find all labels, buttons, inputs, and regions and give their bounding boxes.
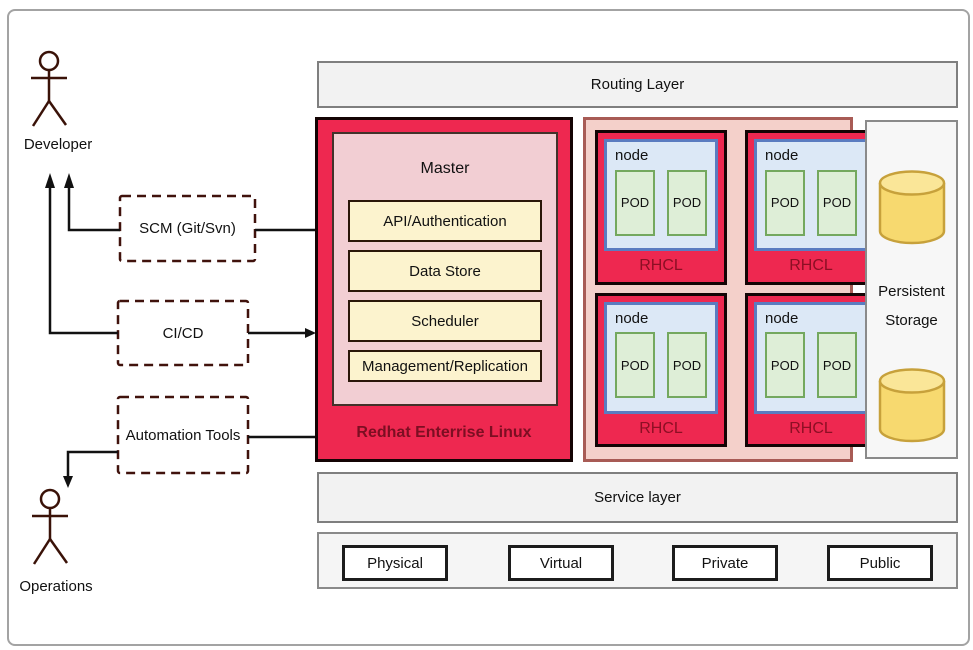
scm-label: SCM (Git/Svn) bbox=[139, 220, 236, 237]
infrastructure-container: Physical Virtual Private Public bbox=[317, 532, 958, 589]
node-cluster: node POD POD RHCL bbox=[595, 130, 727, 285]
cluster-os-label: RHCL bbox=[639, 257, 683, 275]
developer-label: Developer bbox=[23, 136, 93, 153]
node-box: node POD POD bbox=[604, 301, 718, 414]
scm-box: SCM (Git/Svn) bbox=[120, 196, 255, 261]
service-layer-label: Service layer bbox=[594, 489, 681, 506]
pod-box: POD bbox=[765, 169, 805, 236]
master-block: Master API/Authentication Data Store Sch… bbox=[315, 117, 573, 462]
pod-box: POD bbox=[817, 169, 857, 236]
node-label: node bbox=[615, 309, 649, 327]
node-cluster: node POD POD RHCL bbox=[745, 292, 877, 447]
node-box: node POD POD bbox=[754, 139, 868, 251]
component-management-replication: Management/Replication bbox=[348, 350, 542, 382]
node-label: node bbox=[615, 147, 649, 164]
infra-box-public: Public bbox=[827, 545, 933, 581]
routing-layer-bar: Routing Layer bbox=[317, 61, 958, 108]
infra-box-private: Private bbox=[672, 545, 778, 581]
node-cluster-container: node POD POD RHCL node POD POD RHCL node bbox=[583, 117, 877, 462]
pod-box: POD bbox=[667, 332, 707, 398]
cicd-label: CI/CD bbox=[162, 324, 204, 342]
automation-tools-label: Automation Tools bbox=[125, 426, 241, 444]
pod-box: POD bbox=[615, 332, 655, 398]
persistent-storage-label-line1: Persistent bbox=[878, 283, 945, 300]
cluster-os-label: RHCL bbox=[789, 419, 833, 437]
cluster-os-label: RHCL bbox=[639, 419, 683, 437]
routing-layer-label: Routing Layer bbox=[590, 76, 685, 93]
pod-box: POD bbox=[615, 169, 655, 236]
pods-row: POD POD bbox=[765, 327, 857, 409]
service-layer-bar: Service layer bbox=[317, 472, 958, 523]
component-scheduler: Scheduler bbox=[348, 300, 542, 342]
infra-box-physical: Physical bbox=[342, 545, 448, 581]
database-cylinder-icon bbox=[878, 170, 945, 245]
pod-box: POD bbox=[765, 332, 805, 398]
master-components: API/Authentication Data Store Scheduler … bbox=[348, 200, 542, 382]
component-api-authentication: API/Authentication bbox=[348, 200, 542, 242]
node-cluster: node POD POD RHCL bbox=[595, 292, 727, 447]
database-cylinder-icon bbox=[878, 368, 945, 443]
node-box: node POD POD bbox=[604, 139, 718, 251]
cluster-os-label: RHCL bbox=[789, 257, 833, 275]
cicd-box: CI/CD bbox=[118, 301, 248, 365]
node-label: node bbox=[765, 147, 799, 164]
infra-box-virtual: Virtual bbox=[508, 545, 614, 581]
pods-row: POD POD bbox=[615, 164, 707, 246]
pods-row: POD POD bbox=[615, 327, 707, 409]
master-inner-panel: Master API/Authentication Data Store Sch… bbox=[332, 132, 558, 406]
operations-label: Operations bbox=[19, 578, 93, 595]
pod-box: POD bbox=[667, 169, 707, 236]
node-cluster: node POD POD RHCL bbox=[745, 130, 877, 285]
automation-tools-box: Automation Tools bbox=[118, 397, 248, 473]
pods-row: POD POD bbox=[765, 164, 857, 246]
node-box: node POD POD bbox=[754, 301, 868, 414]
node-label: node bbox=[765, 309, 799, 327]
pod-box: POD bbox=[817, 332, 857, 398]
persistent-storage-panel: Persistent Storage bbox=[865, 120, 958, 459]
persistent-storage-label-line2: Storage bbox=[885, 312, 938, 329]
master-title: Master bbox=[420, 160, 470, 177]
master-os-label: Redhat Enterrise Linux bbox=[356, 423, 532, 441]
component-data-store: Data Store bbox=[348, 250, 542, 292]
